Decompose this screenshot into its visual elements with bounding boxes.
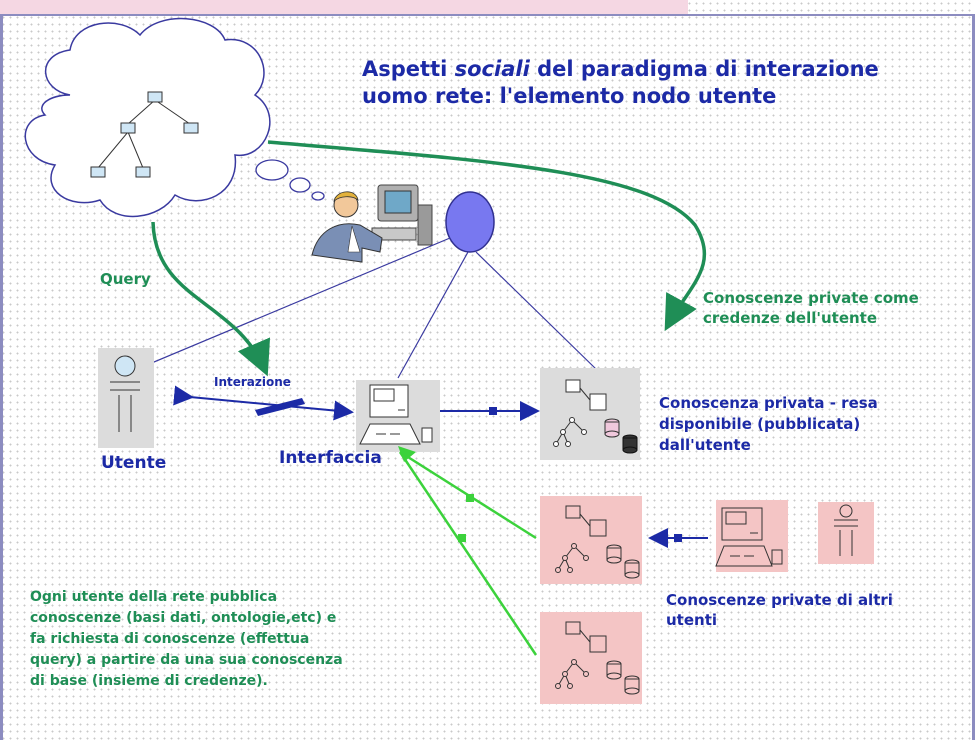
title-part3: del paradigma di interazione bbox=[529, 57, 879, 81]
interazione-label: Interazione bbox=[214, 375, 291, 389]
header-rule bbox=[688, 14, 975, 16]
green-link-arrowhead bbox=[398, 446, 416, 462]
title-line2: uomo rete: l'elemento nodo utente bbox=[362, 84, 777, 108]
header-bar bbox=[0, 0, 688, 16]
desc-line3: fa richiesta di conoscenze (effettua bbox=[30, 631, 310, 647]
other-knowledge-panel-1 bbox=[540, 496, 642, 584]
right-border bbox=[972, 14, 975, 740]
description-text: Ogni utente della rete pubblica conoscen… bbox=[30, 587, 343, 692]
credenze-label: Conoscenze private come credenze dell'ut… bbox=[703, 288, 919, 328]
other-publish-arrow bbox=[648, 528, 708, 548]
utente-panel bbox=[98, 348, 154, 448]
query-arrow bbox=[151, 221, 271, 377]
green-links bbox=[398, 450, 538, 656]
interazione-arrow bbox=[173, 385, 354, 421]
desc-line4: query) a partire da una sua conoscenza bbox=[30, 652, 343, 668]
network-node bbox=[445, 191, 495, 253]
other-user-panel bbox=[818, 502, 874, 564]
left-border bbox=[0, 14, 3, 740]
title-part1: Aspetti bbox=[362, 57, 455, 81]
other-knowledge-label: Conoscenze private di altri utenti bbox=[666, 590, 893, 630]
pub-line3: dall'utente bbox=[659, 436, 751, 454]
pub-line1: Conoscenza privata - resa bbox=[659, 394, 878, 412]
credenze-line1: Conoscenze private come bbox=[703, 289, 919, 307]
desc-line2: conoscenze (basi dati, ontologie,etc) e bbox=[30, 610, 337, 626]
pub-line2: disponibile (pubblicata) bbox=[659, 415, 861, 433]
other-knowledge-panel-2 bbox=[540, 612, 642, 704]
utente-label: Utente bbox=[101, 453, 167, 473]
desc-line5: di base (insieme di credenze). bbox=[30, 673, 268, 689]
other-interface-panel bbox=[715, 500, 788, 572]
title-italic-word: sociali bbox=[454, 57, 530, 81]
altri-line2: utenti bbox=[666, 611, 718, 629]
interfaccia-label: Interfaccia bbox=[279, 448, 382, 468]
desc-line1: Ogni utente della rete pubblica bbox=[30, 589, 278, 605]
credenze-line2: credenze dell'utente bbox=[703, 309, 878, 327]
cloud-tree-icon bbox=[90, 91, 199, 178]
published-knowledge-label: Conoscenza privata - resa disponibile (p… bbox=[659, 393, 878, 456]
query-label: Query bbox=[100, 270, 151, 288]
credenze-arrow bbox=[267, 140, 707, 332]
thought-cloud bbox=[24, 17, 325, 218]
node-links bbox=[122, 237, 598, 379]
published-knowledge-panel bbox=[540, 368, 640, 460]
interfaccia-panel bbox=[356, 380, 440, 452]
user-at-computer-icon bbox=[311, 184, 433, 263]
publish-arrow bbox=[440, 401, 540, 421]
slide-title: Aspetti sociali del paradigma di interaz… bbox=[362, 56, 879, 110]
altri-line1: Conoscenze private di altri bbox=[666, 591, 893, 609]
